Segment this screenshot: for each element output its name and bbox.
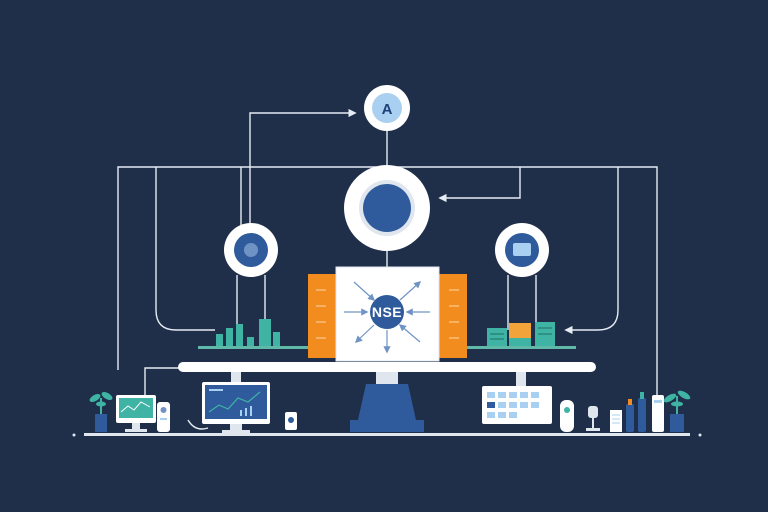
orange-panel-right [437,274,467,358]
right-screen [482,386,552,424]
central-hub-node [344,165,430,251]
left-bar-chart [198,319,308,349]
lamp-icon [586,406,600,431]
circle-node-icon [244,243,258,257]
connector-into-hub [438,167,521,203]
screen-node-icon [513,243,531,256]
top-letter-node: A [364,85,410,131]
floor-line [84,433,690,436]
bar-chart-icon [216,319,280,346]
table [178,362,596,432]
plant-icon-right [663,390,691,432]
top-node-letter: A [382,101,393,118]
bottle-icon [626,392,646,432]
center-panel-label: NSE [372,304,402,320]
center-panel: NSE [335,266,440,362]
monitor-icon [116,395,156,432]
tower-device [157,402,170,432]
right-devices [560,392,664,432]
hub-node-icon [363,184,411,232]
plant-icon [89,392,113,432]
table-base [358,384,416,420]
right-shelf [466,322,576,349]
orange-side-panels [308,274,467,358]
center-monitor [202,382,270,433]
connector-left-curve [155,167,215,331]
orange-panel-left [308,274,338,358]
nse-badge [370,295,404,329]
connector-left-device [144,367,182,395]
connector-right-curve [564,167,619,335]
connector-to-top-node [249,108,357,250]
left-node [224,223,278,277]
right-node [495,223,549,277]
letter-node-icon [372,93,402,123]
small-device [285,412,297,430]
